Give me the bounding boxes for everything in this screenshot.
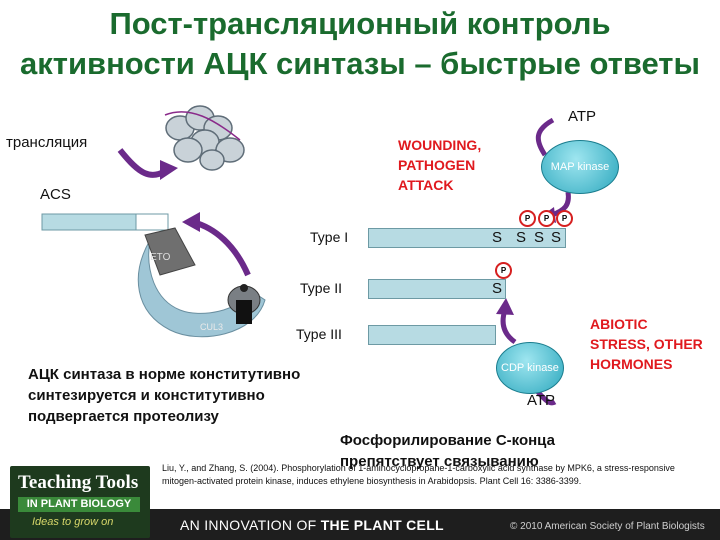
cdp-kinase: CDP kinase: [496, 342, 564, 394]
logo-line1: Teaching Tools: [18, 472, 139, 493]
type2-s: S: [492, 280, 503, 297]
map-kinase: MAP kinase: [541, 140, 619, 194]
phospho-p1: P: [519, 210, 536, 227]
type1-s1: S: [492, 229, 503, 246]
right-caption: Фосфорилирование С-конца препятствует св…: [340, 432, 555, 470]
eto-shape: [144, 227, 196, 276]
cul3-shape: [137, 239, 266, 338]
acs-tail: [135, 213, 169, 231]
atp-arrow-top: [535, 117, 555, 157]
acs-label: ACS: [40, 186, 71, 203]
ribosome-icon: [164, 105, 245, 171]
type1-s4: S: [551, 229, 562, 246]
innovation-prefix: AN INNOVATION OF: [180, 517, 321, 533]
acs-bar: [41, 213, 137, 231]
atp-top-label: ATP: [568, 108, 597, 125]
type1-label: Type I: [310, 229, 349, 245]
cul3-label: CUL3: [200, 322, 224, 332]
type2-bar: [368, 279, 506, 299]
eto-label: ETO: [150, 252, 171, 263]
type1-s3: S: [534, 229, 545, 246]
left-caption: АЦК синтаза в норме конститутивно синтез…: [28, 366, 301, 425]
phospho-p3: P: [556, 210, 573, 227]
type3-bar: [368, 325, 496, 345]
translation-label: трансляция: [6, 134, 88, 151]
logo-line3: Ideas to grow on: [32, 516, 114, 528]
abiotic-label: ABIOTIC STRESS, OTHER HORMONES: [590, 316, 703, 372]
copyright: © 2010 American Society of Plant Biologi…: [510, 521, 705, 532]
type2-label: Type II: [300, 280, 343, 296]
logo-line2: IN PLANT BIOLOGY: [18, 497, 140, 512]
phospho-p4: P: [495, 262, 512, 279]
atp-bottom-label: ATP: [527, 392, 556, 409]
innovation-brand: THE PLANT CELL: [320, 517, 444, 533]
degradation-arrow: [192, 219, 251, 277]
teaching-tools-logo: Teaching Tools IN PLANT BIOLOGY Ideas to…: [10, 466, 150, 538]
type1-bar: [368, 228, 566, 248]
type3-label: Type III: [296, 326, 342, 342]
innovation-text: AN INNOVATION OF THE PLANT CELL: [180, 517, 444, 533]
citation: Liu, Y., and Zhang, S. (2004). Phosphory…: [162, 463, 675, 486]
type1-s2: S: [516, 229, 527, 246]
phospho-p2: P: [538, 210, 555, 227]
page-title: Пост-трансляционный контроль активности …: [20, 6, 700, 81]
wounding-label: WOUNDING, PATHOGEN ATTACK: [398, 137, 482, 193]
